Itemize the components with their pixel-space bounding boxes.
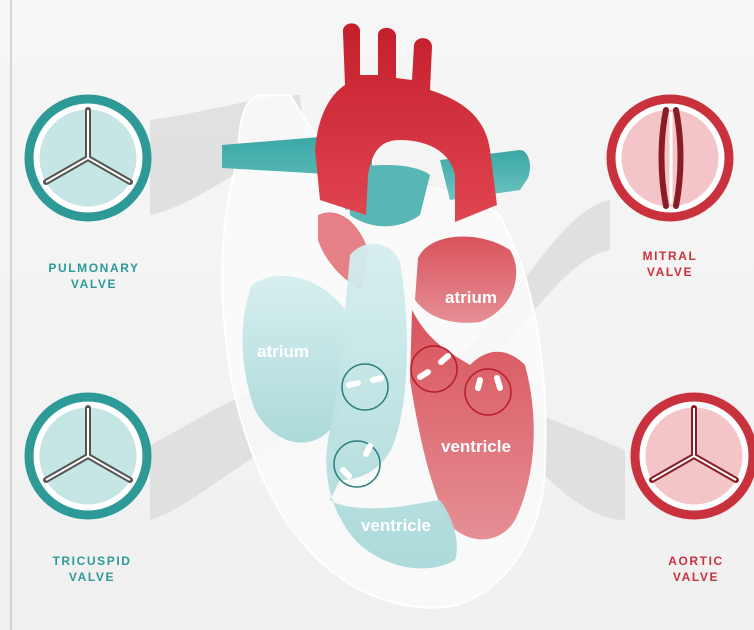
- pulmonary-valve-badge: [25, 95, 151, 221]
- pulmonary-valve-caption-line1: PULMONARY: [14, 260, 174, 276]
- mitral-valve-caption: MITRAL VALVE: [590, 248, 750, 280]
- mitral-valve-caption-line2: VALVE: [590, 264, 750, 280]
- aortic-valve-caption-line2: VALVE: [616, 569, 754, 585]
- tricuspid-valve-caption-line2: VALVE: [12, 569, 172, 585]
- tricuspid-valve-badge: [25, 393, 151, 519]
- right-ventricle-label: ventricle: [361, 516, 431, 536]
- mitral-valve-caption-line1: MITRAL: [590, 248, 750, 264]
- pulmonary-valve-caption: PULMONARY VALVE: [14, 260, 174, 292]
- pulmonary-valve-caption-line2: VALVE: [14, 276, 174, 292]
- mitral-valve-badge: [607, 95, 733, 221]
- aortic-valve-caption: AORTIC VALVE: [616, 553, 754, 585]
- left-atrium-label: atrium: [445, 288, 497, 308]
- tricuspid-valve-caption: TRICUSPID VALVE: [12, 553, 172, 585]
- aortic-valve-badge: [631, 393, 754, 519]
- right-atrium-label: atrium: [257, 342, 309, 362]
- left-ventricle-label: ventricle: [441, 437, 511, 457]
- tricuspid-valve-caption-line1: TRICUSPID: [12, 553, 172, 569]
- aortic-valve-caption-line1: AORTIC: [616, 553, 754, 569]
